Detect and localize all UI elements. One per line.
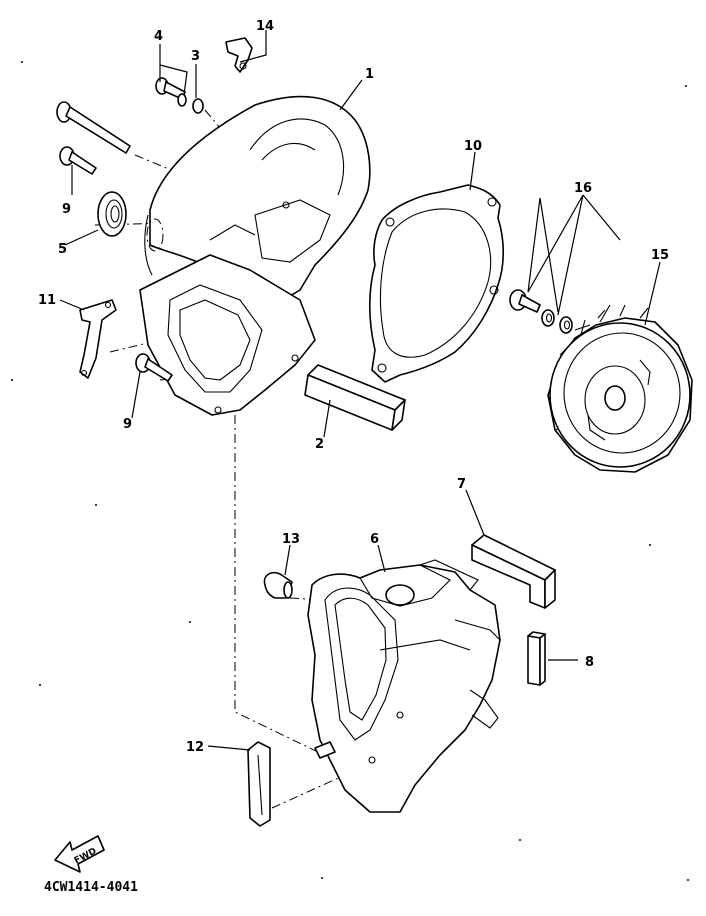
screw-4 xyxy=(155,77,187,107)
washer-3 xyxy=(192,98,204,114)
callout-12: 12 xyxy=(186,740,204,755)
callout-5: 5 xyxy=(58,242,67,257)
clip-12 xyxy=(247,741,271,827)
flywheel-15 xyxy=(547,304,693,473)
callout-11: 11 xyxy=(38,293,56,308)
bolt-9-lower xyxy=(135,353,173,382)
bolt-9-upper xyxy=(59,146,97,175)
callout-15: 15 xyxy=(651,248,669,263)
callout-9-lower: 9 xyxy=(123,417,132,432)
seal-strip-2 xyxy=(304,364,406,431)
nut-16 xyxy=(509,289,573,334)
scan-specks xyxy=(11,61,689,881)
callout-6: 6 xyxy=(370,532,379,547)
callout-14: 14 xyxy=(256,19,274,34)
callout-9-upper: 9 xyxy=(62,202,71,217)
long-bolt xyxy=(56,101,131,154)
clip-14 xyxy=(225,37,253,73)
fwd-arrow-icon: FWD xyxy=(54,835,105,873)
leader-lines xyxy=(59,30,661,751)
callout-7: 7 xyxy=(457,477,466,492)
callout-3: 3 xyxy=(191,49,200,64)
gasket-10 xyxy=(368,184,504,383)
callout-8: 8 xyxy=(585,655,594,670)
callout-13: 13 xyxy=(282,532,300,547)
callout-1: 1 xyxy=(365,67,374,82)
block-8 xyxy=(527,631,546,686)
callout-labels: 1 2 3 4 5 6 7 8 9 9 10 11 12 13 14 15 16 xyxy=(38,19,669,755)
callout-4: 4 xyxy=(154,29,163,44)
drawing-code: 4CW1414-4041 xyxy=(44,880,138,895)
front-cover xyxy=(139,254,316,416)
callout-2: 2 xyxy=(315,437,324,452)
oil-seal-5 xyxy=(97,191,127,237)
lower-cover-6 xyxy=(307,559,501,813)
foam-7 xyxy=(471,534,556,609)
fan-housing-1 xyxy=(144,95,371,303)
plug-13 xyxy=(263,571,293,599)
callout-10: 10 xyxy=(464,139,482,154)
bracket-11 xyxy=(79,299,117,379)
callout-16: 16 xyxy=(574,181,592,196)
